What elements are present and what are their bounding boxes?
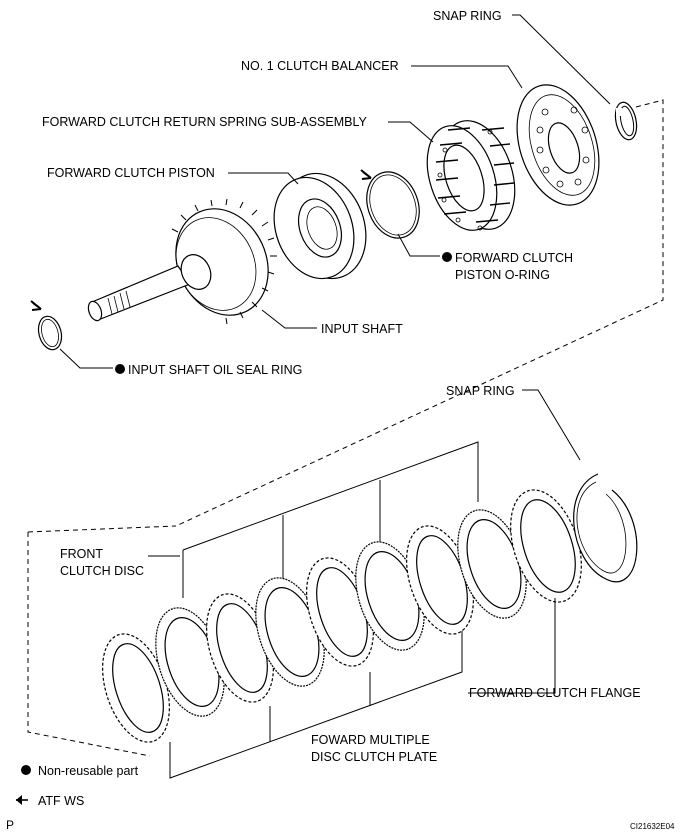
legend-atf-ws: ATF WS bbox=[38, 794, 84, 808]
forward-clutch-piston-part bbox=[273, 172, 367, 280]
piston-oring-label-1: FORWARD CLUTCH bbox=[455, 251, 573, 265]
piston-oring-label-2: PISTON O-RING bbox=[455, 268, 550, 282]
clutch-pack-brackets bbox=[148, 441, 479, 779]
multiple-plate-label-1: FOWARD MULTIPLE bbox=[311, 733, 430, 747]
input-shaft-part bbox=[87, 198, 277, 325]
snap-ring-bottom-part bbox=[573, 473, 638, 583]
figure-code: CI21632E04 bbox=[630, 822, 675, 831]
upper-leader-lines bbox=[59, 14, 611, 369]
return-spring-label: FORWARD CLUTCH RETURN SPRING SUB-ASSEMBL… bbox=[42, 115, 367, 129]
return-spring-part bbox=[426, 120, 516, 231]
forward-clutch-piston-label: FORWARD CLUTCH PISTON bbox=[47, 166, 215, 180]
input-shaft-seal-part bbox=[37, 315, 63, 351]
clutch-balancer-part bbox=[516, 84, 600, 206]
input-shaft-seal-label: INPUT SHAFT OIL SEAL RING bbox=[128, 363, 302, 377]
front-clutch-disc-label-1: FRONT bbox=[60, 547, 103, 561]
front-clutch-disc-label-2: CLUTCH DISC bbox=[60, 564, 144, 578]
arrow-left-icon bbox=[16, 795, 28, 805]
atf-arrow-icon bbox=[30, 169, 372, 311]
lower-leader-lines bbox=[468, 389, 581, 694]
input-shaft-label: INPUT SHAFT bbox=[321, 322, 403, 336]
non-reusable-dot-seal bbox=[115, 364, 125, 374]
legend-non-reusable: Non-reusable part bbox=[38, 764, 139, 778]
clutch-discs bbox=[102, 489, 582, 743]
lower-assembly-guide bbox=[27, 525, 177, 757]
upper-assembly-guide bbox=[175, 99, 664, 527]
filled-circle-icon bbox=[21, 765, 31, 775]
legend: Non-reusable part ATF WS bbox=[16, 764, 139, 808]
snap-ring-top-label: SNAP RING bbox=[433, 9, 502, 23]
multiple-plate-label-2: DISC CLUTCH PLATE bbox=[311, 750, 437, 764]
snap-ring-top-part bbox=[614, 101, 638, 141]
footer-left-mark: P bbox=[6, 818, 14, 832]
non-reusable-dot-oring bbox=[442, 252, 452, 262]
piston-oring-part bbox=[366, 171, 420, 239]
forward-clutch-flange-label: FORWARD CLUTCH FLANGE bbox=[469, 686, 641, 700]
snap-ring-bottom-label: SNAP RING bbox=[446, 384, 515, 398]
clutch-balancer-label: NO. 1 CLUTCH BALANCER bbox=[241, 59, 399, 73]
